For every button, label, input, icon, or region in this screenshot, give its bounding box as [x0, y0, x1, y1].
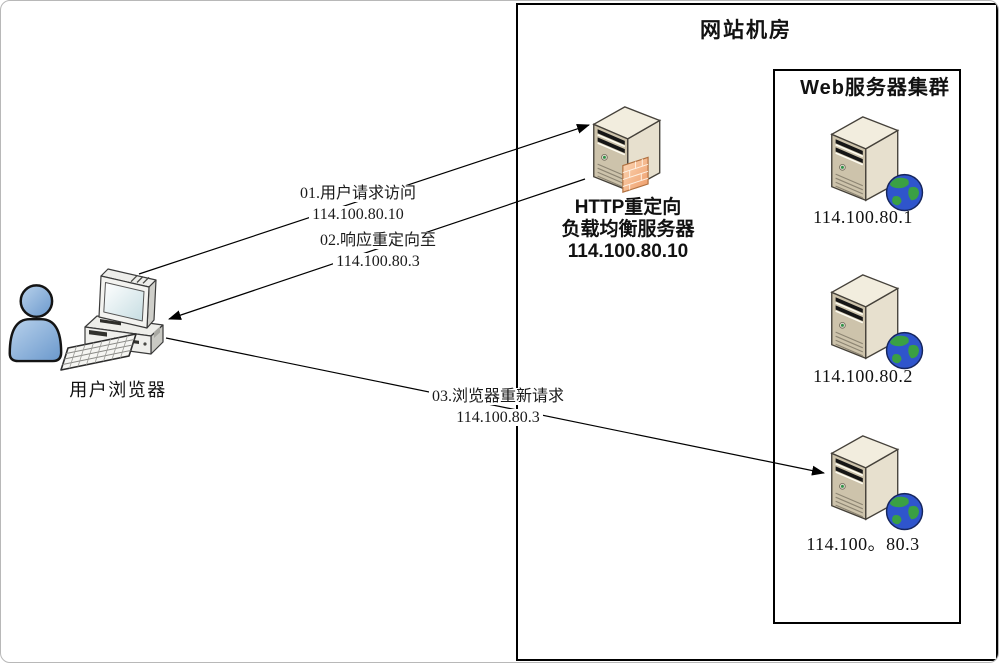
flow-01-step: 01.用户请求访问	[296, 185, 420, 202]
flow-03-label: 03.浏览器重新请求 114.100.80.3	[428, 386, 568, 428]
load-balancer-name: 负载均衡服务器	[559, 219, 697, 240]
machine-room-box	[516, 3, 998, 661]
load-balancer-role: HTTP重定向	[572, 197, 684, 218]
web-server-ip: 114.100.80.1	[813, 207, 913, 227]
flow-01-target: 114.100.80.10	[309, 206, 407, 223]
web-cluster-title: Web服务器集群	[800, 77, 950, 99]
user-browser-label: 用户浏览器	[69, 380, 167, 400]
flow-02-step: 02.响应重定向至	[316, 232, 440, 249]
desktop-computer-icon	[60, 268, 164, 371]
flow-03-target: 114.100.80.3	[453, 409, 543, 426]
server-globe-icon	[824, 430, 921, 531]
web-server-ip: 114.100.80.2	[813, 366, 913, 386]
flow-01-label: 01.用户请求访问 114.100.80.10	[296, 183, 420, 225]
person-icon	[8, 284, 63, 363]
flow-03-step: 03.浏览器重新请求	[428, 388, 568, 405]
load-balancer-ip: 114.100.80.10	[565, 241, 691, 262]
server-globe-icon	[824, 269, 921, 370]
server-globe-icon	[824, 111, 921, 212]
web-server-ip: 114.100。80.3	[806, 534, 920, 554]
flow-02-target: 114.100.80.3	[333, 253, 423, 270]
flow-02-label: 02.响应重定向至 114.100.80.3	[316, 230, 440, 272]
machine-room-title: 网站机房	[700, 19, 792, 42]
server-firewall-icon	[586, 101, 683, 202]
load-balancer-label: HTTP重定向 负载均衡服务器 114.100.80.10	[559, 197, 697, 263]
